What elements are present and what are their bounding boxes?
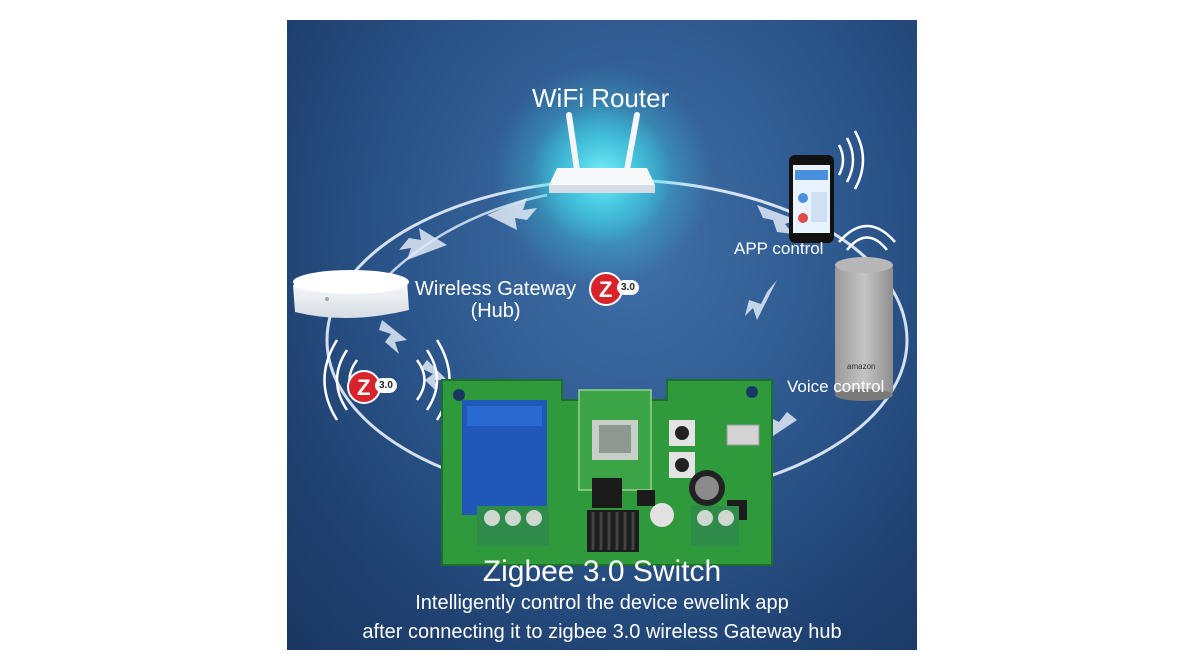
gateway-label-line1: Wireless Gateway (415, 278, 577, 300)
zigbee-switch-board (441, 379, 773, 566)
description-line2: after connecting it to zigbee 3.0 wirele… (362, 621, 842, 643)
voice-control-label: Voice control (787, 377, 885, 396)
speaker-signal-icon (838, 224, 896, 251)
product-title: Zigbee 3.0 Switch (482, 555, 722, 588)
smartphone-icon (789, 155, 834, 243)
product-image: Z 3.0 Z 3.0 amazon WiFi Router APP contr… (287, 20, 917, 650)
gateway-label-line2: (Hub) (470, 300, 521, 322)
illustration (293, 65, 909, 566)
phone-signal-icon (837, 130, 865, 190)
gateway-hub-icon (293, 270, 409, 319)
zigbee-badge: Z 3.0 (589, 272, 649, 306)
router-label: WiFi Router (532, 83, 670, 113)
router-icon (549, 112, 655, 193)
smart-speaker-icon (835, 257, 893, 401)
zigbee-badge: Z 3.0 (347, 370, 407, 404)
arrow-icons (379, 198, 797, 440)
speaker-brand-label: amazon (847, 362, 876, 371)
description-line1: Intelligently control the device ewelink… (415, 592, 789, 614)
zigbee-version-label: 3.0 (617, 280, 639, 295)
zigbee-version-label: 3.0 (375, 378, 397, 393)
app-control-label: APP control (734, 239, 824, 258)
gateway-label: Wireless Gateway (Hub) (415, 278, 576, 322)
